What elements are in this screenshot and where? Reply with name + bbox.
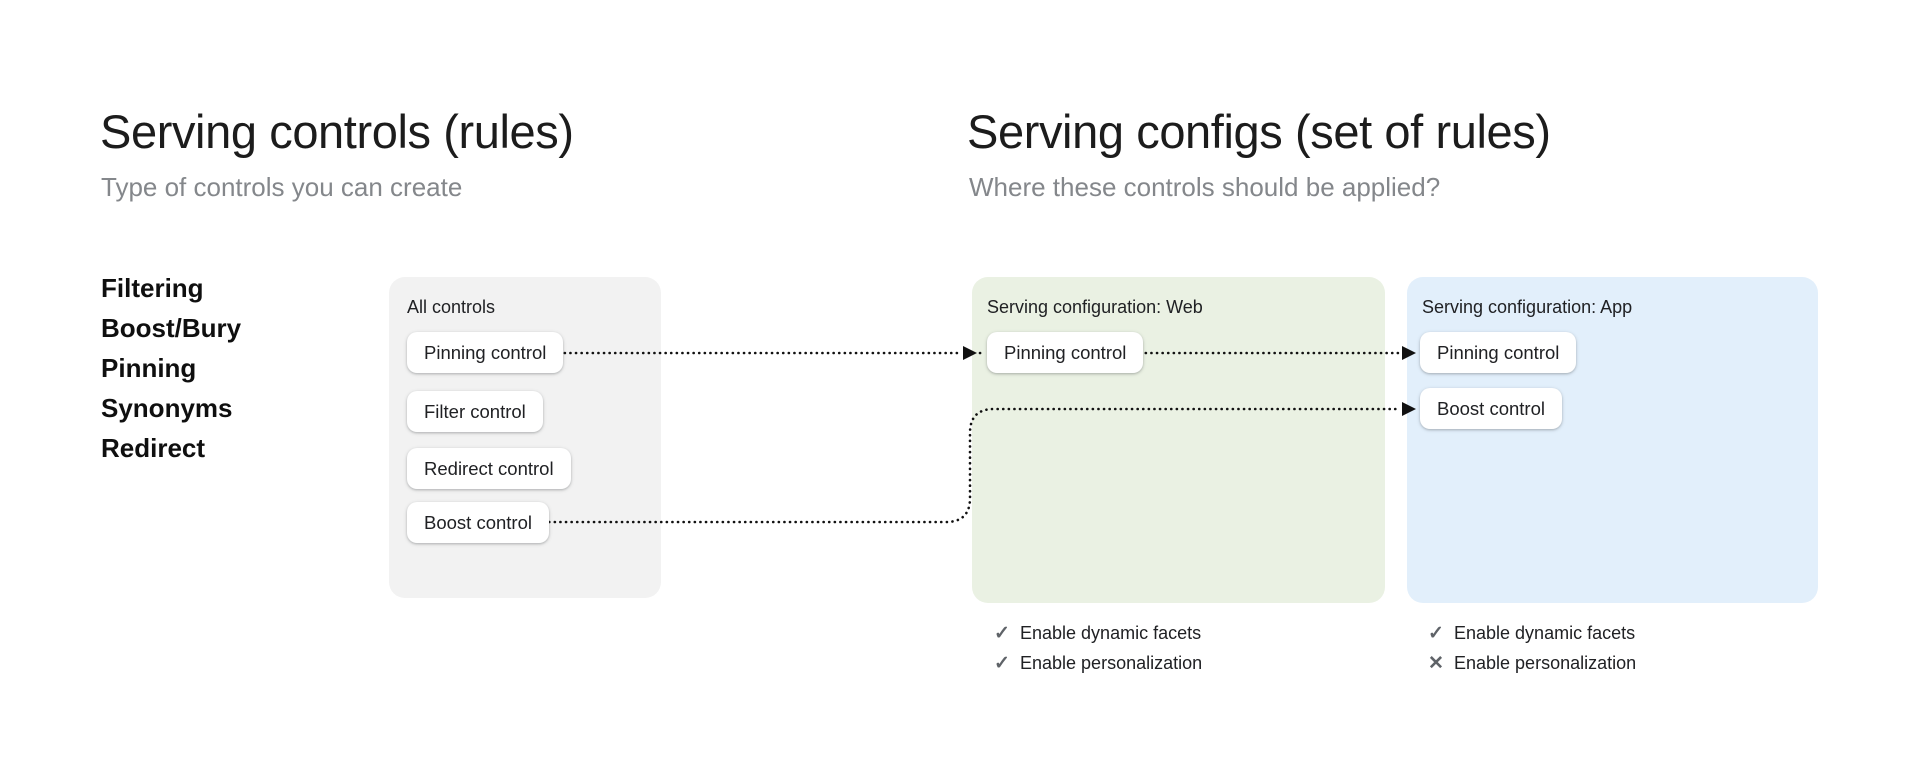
right-section-subtitle: Where these controls should be applied? bbox=[969, 172, 1441, 202]
serving-config-web-card: Serving configuration: Web Pinning contr… bbox=[972, 277, 1385, 603]
left-section-subtitle: Type of controls you can create bbox=[101, 172, 463, 202]
app-chip-boost-control: Boost control bbox=[1420, 388, 1562, 429]
chip-filter-control: Filter control bbox=[407, 391, 543, 432]
serving-config-app-card: Serving configuration: App Pinning contr… bbox=[1407, 277, 1818, 603]
feature-label: Enable personalization bbox=[1020, 652, 1203, 673]
feature-row: ✓ Enable dynamic facets bbox=[1426, 618, 1636, 648]
feature-row: ✓ Enable personalization bbox=[992, 648, 1202, 678]
check-icon: ✓ bbox=[1428, 622, 1444, 644]
control-type-filtering: Filtering bbox=[101, 273, 204, 303]
check-icon: ✓ bbox=[994, 652, 1010, 674]
control-types-list: Filtering Boost/Bury Pinning Synonyms Re… bbox=[101, 268, 241, 468]
control-type-pinning: Pinning bbox=[101, 353, 197, 383]
chip-pinning-control: Pinning control bbox=[407, 332, 564, 373]
all-controls-card: All controls Pinning control Filter cont… bbox=[389, 277, 661, 598]
control-type-synonyms: Synonyms bbox=[101, 393, 233, 423]
app-chip-pinning-control: Pinning control bbox=[1420, 332, 1577, 373]
control-type-boost-bury: Boost/Bury bbox=[101, 313, 242, 343]
right-section-title: Serving configs (set of rules) bbox=[967, 105, 1551, 158]
feature-label: Enable personalization bbox=[1454, 652, 1637, 673]
web-chip-pinning-control: Pinning control bbox=[987, 332, 1144, 373]
chip-redirect-control: Redirect control bbox=[407, 448, 571, 489]
control-type-redirect: Redirect bbox=[101, 433, 206, 463]
cross-icon: ✕ bbox=[1428, 652, 1444, 674]
check-icon: ✓ bbox=[994, 622, 1010, 644]
app-features-list: ✓ Enable dynamic facets ✕ Enable persona… bbox=[1426, 618, 1636, 678]
feature-label: Enable dynamic facets bbox=[1454, 622, 1636, 643]
feature-row: ✕ Enable personalization bbox=[1426, 648, 1636, 678]
chip-boost-control: Boost control bbox=[407, 502, 549, 543]
left-section-title: Serving controls (rules) bbox=[100, 105, 574, 158]
serving-config-app-label: Serving configuration: App bbox=[1422, 297, 1633, 317]
web-features-list: ✓ Enable dynamic facets ✓ Enable persona… bbox=[992, 618, 1202, 678]
serving-config-web-label: Serving configuration: Web bbox=[987, 297, 1203, 317]
feature-label: Enable dynamic facets bbox=[1020, 622, 1202, 643]
feature-row: ✓ Enable dynamic facets bbox=[992, 618, 1202, 648]
all-controls-card-label: All controls bbox=[407, 297, 496, 317]
